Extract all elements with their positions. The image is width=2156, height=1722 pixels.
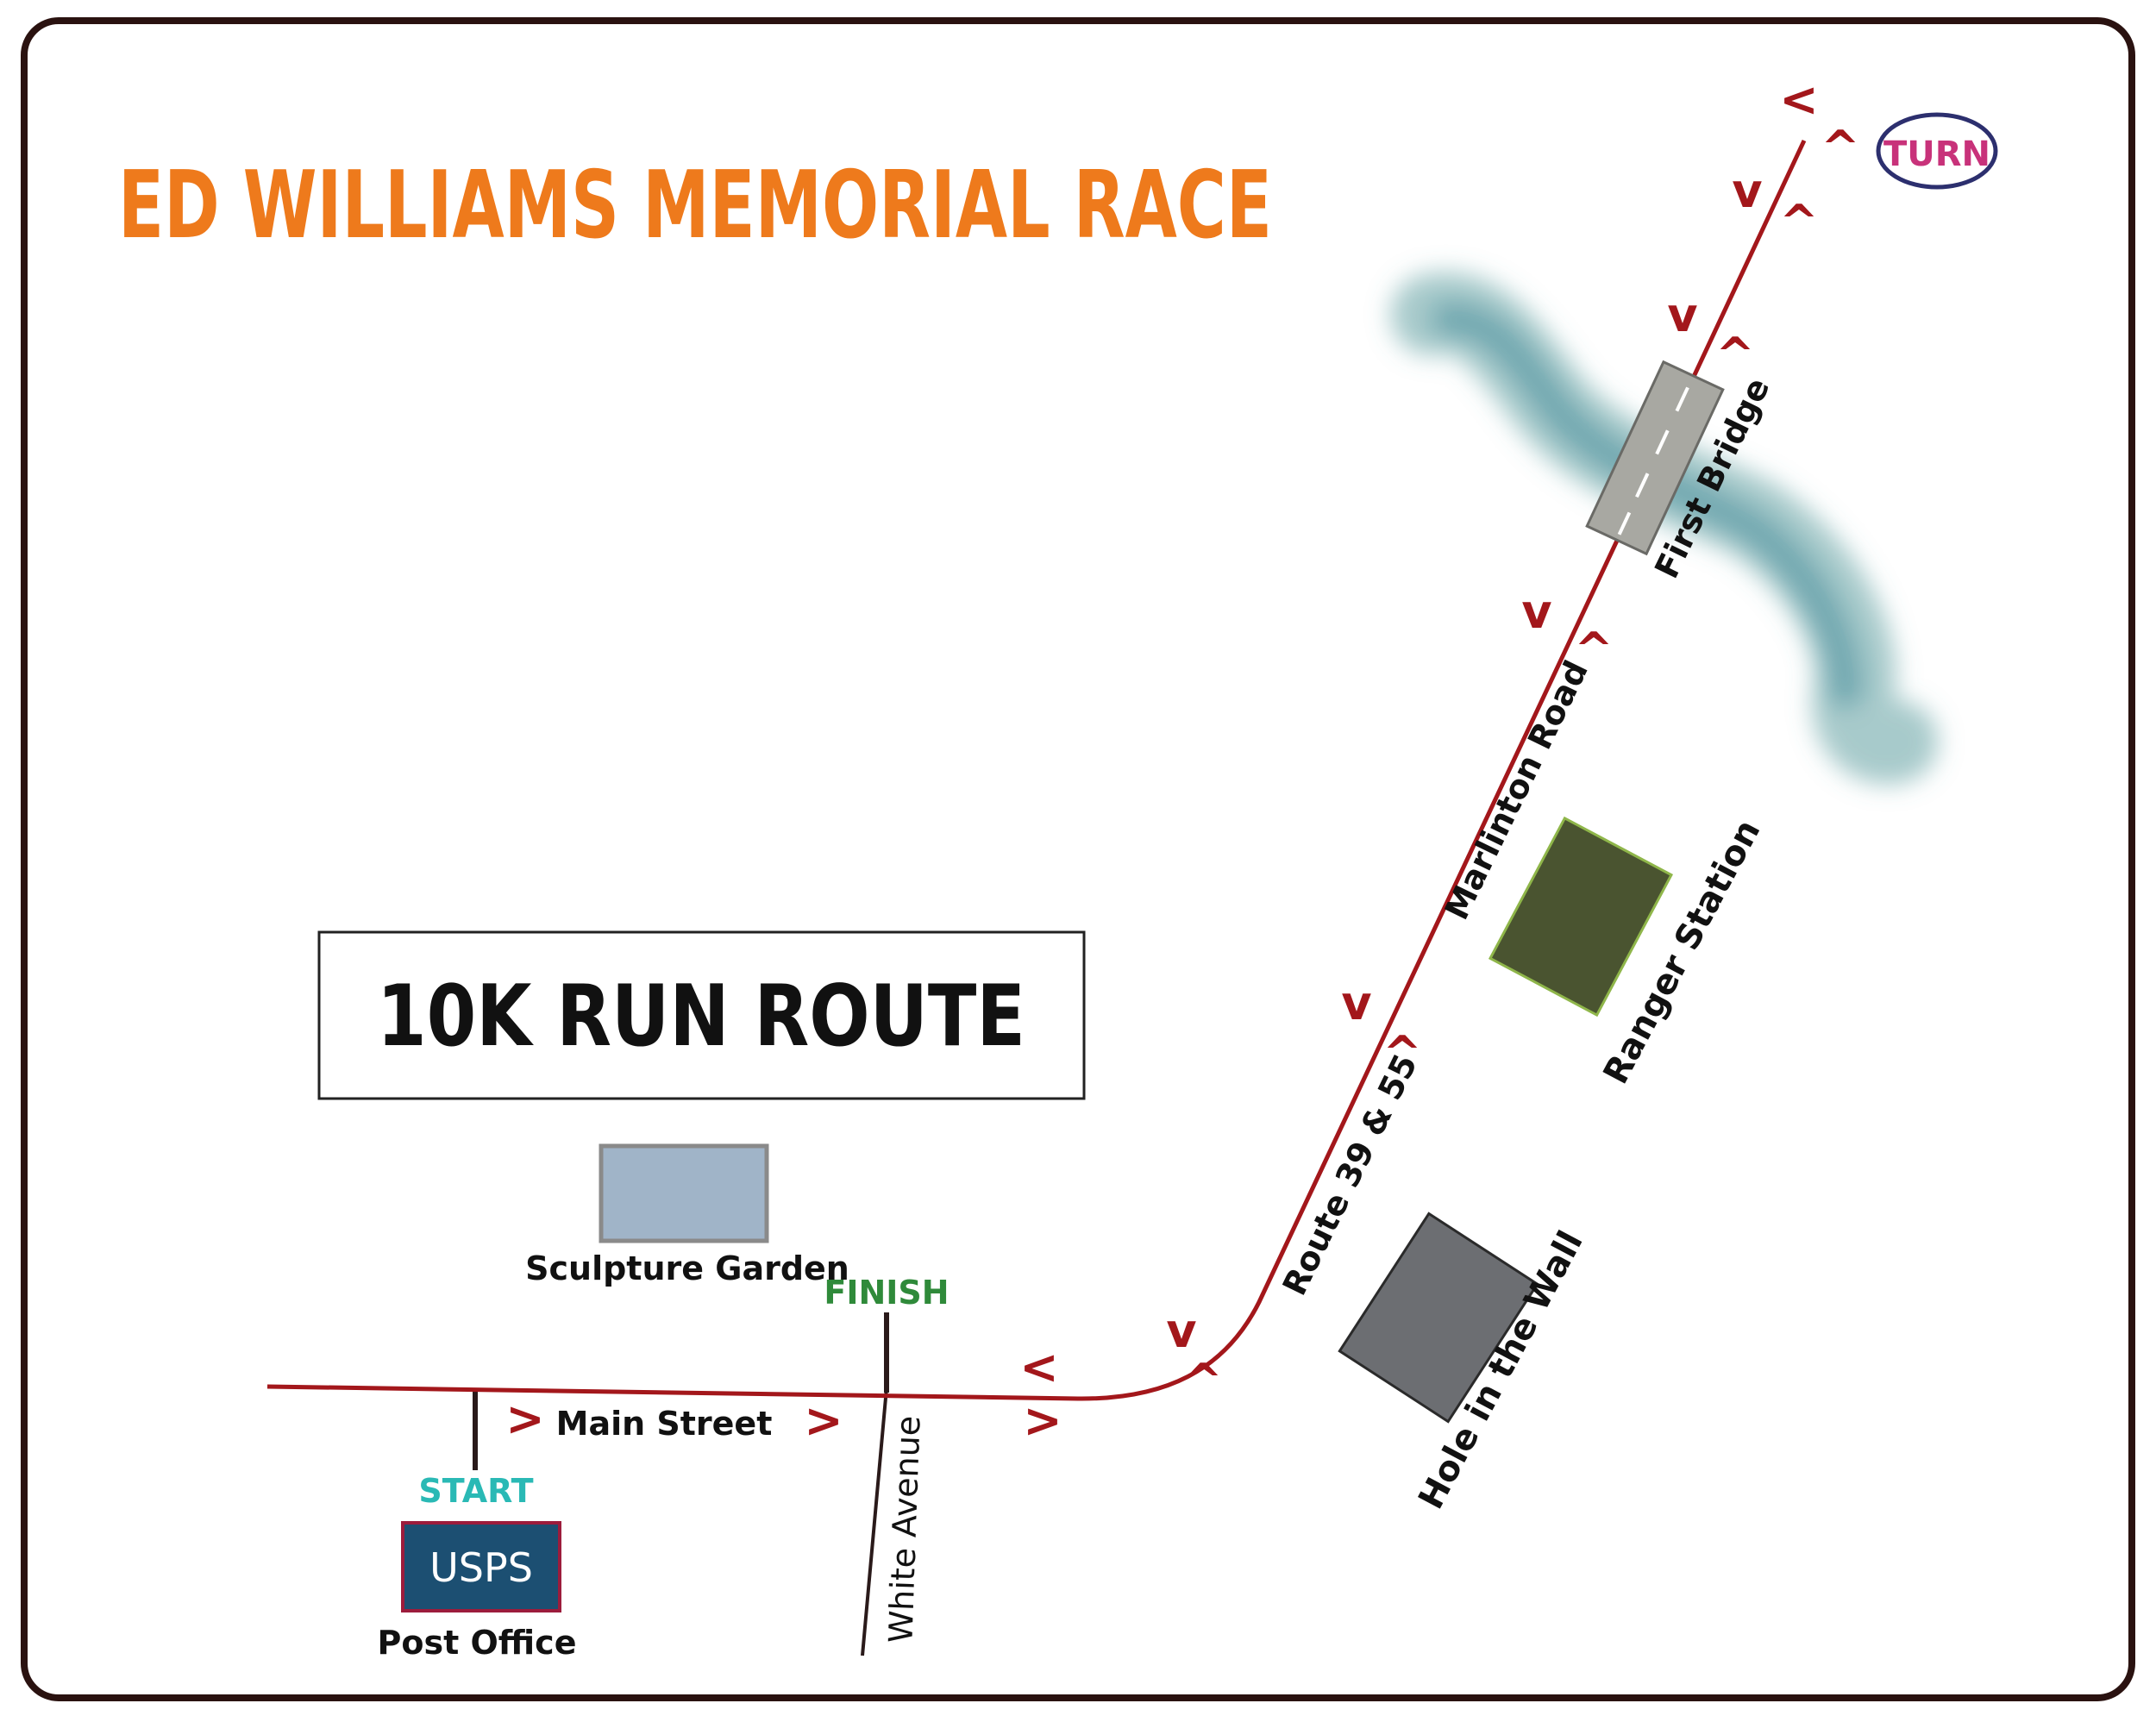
- arrow-north: ^: [1574, 623, 1613, 677]
- arrow-south: v: [1667, 288, 1697, 342]
- first-bridge: [1585, 360, 1725, 556]
- map-frame: [21, 17, 2135, 1701]
- arrow-north: ^: [1183, 1354, 1222, 1408]
- white-avenue-road: [861, 1387, 888, 1656]
- subtitle-box: [317, 930, 1086, 1100]
- finish-label: FINISH: [824, 1274, 949, 1312]
- white-avenue-label: White Avenue: [881, 1415, 927, 1644]
- arrow-north: ^: [1821, 121, 1859, 175]
- arrow-west: <: [1779, 72, 1818, 127]
- main-street-label: Main Street: [556, 1405, 773, 1443]
- arrow-west: <: [1019, 1340, 1058, 1394]
- arrow-north: ^: [1779, 195, 1818, 249]
- sculpture-garden-label: Sculpture Garden: [525, 1249, 849, 1287]
- arrow-south: v: [1732, 164, 1762, 218]
- turn-label: TURN: [1883, 135, 1990, 174]
- subtitle: 10K RUN ROUTE: [377, 967, 1025, 1066]
- arrow-north: ^: [1382, 1026, 1421, 1080]
- arrow-south: v: [1521, 585, 1551, 639]
- arrow-east: >: [505, 1392, 544, 1446]
- usps-building: [401, 1521, 561, 1612]
- arrow-east: >: [804, 1393, 843, 1448]
- arrow-north: ^: [1715, 328, 1754, 382]
- race-route-line: [266, 139, 1807, 1401]
- direction-arrows: > > > < v ^ v ^ v ^ v ^ v ^ < ^: [505, 72, 1859, 1448]
- ranger-station-building: [1488, 816, 1674, 1018]
- usps-label: USPS: [429, 1544, 533, 1591]
- post-office-label: Post Office: [378, 1624, 577, 1662]
- turn-marker: [1876, 112, 1998, 190]
- arrow-south: v: [1166, 1304, 1196, 1358]
- map-title: ED WILLIAMS MEMORIAL RACE: [118, 152, 1272, 260]
- arrow-south: v: [1341, 976, 1371, 1030]
- hole-in-the-wall-building: [1338, 1212, 1539, 1424]
- sculpture-garden-building: [599, 1143, 769, 1243]
- start-label: START: [418, 1472, 533, 1510]
- arrow-east: >: [1023, 1393, 1062, 1448]
